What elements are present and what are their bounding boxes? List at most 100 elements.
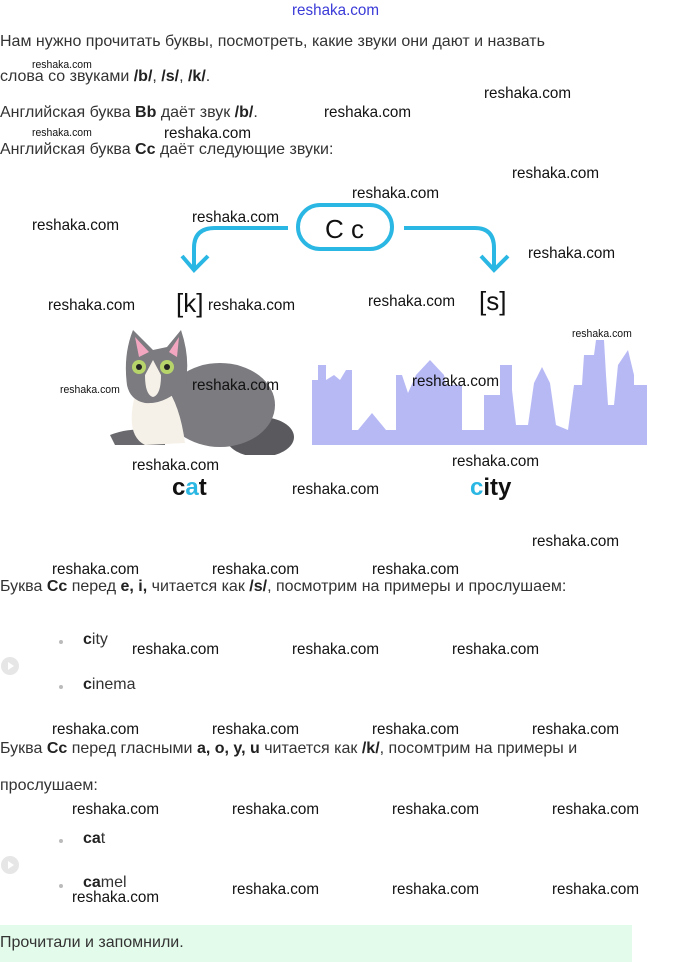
- watermark: reshaka.com: [60, 384, 120, 396]
- watermark: reshaka.com: [452, 641, 540, 658]
- text: читается как: [147, 578, 250, 595]
- play-audio-button[interactable]: [1, 856, 19, 874]
- letter: ity: [483, 474, 512, 501]
- bullet: [59, 640, 63, 644]
- watermark: reshaka.com: [52, 561, 140, 578]
- letter-cc: Cc: [46, 578, 68, 595]
- cat-illustration: [110, 330, 294, 455]
- note-box: Прочитали и запомнили.: [0, 925, 632, 962]
- letter: t: [198, 474, 207, 501]
- watermark: reshaka.com: [32, 59, 92, 71]
- watermark: reshaka.com: [552, 881, 640, 898]
- letter: c: [172, 474, 186, 501]
- letter-cc: Cc: [135, 141, 156, 158]
- text: Английская буква: [0, 141, 136, 158]
- text: , посомтрим на примеры и: [379, 740, 578, 757]
- example-cinema: cinema: [83, 675, 135, 695]
- vowels: a, o, y, u: [196, 740, 260, 757]
- watermark: reshaka.com: [392, 881, 480, 898]
- letter-accent: a: [185, 474, 199, 501]
- example-camel: camel: [83, 873, 127, 893]
- arrow-left-icon: [180, 226, 288, 273]
- watermark: reshaka.com: [32, 217, 120, 234]
- center-letter: C c: [325, 214, 364, 244]
- text: перед: [67, 578, 121, 595]
- watermark: reshaka.com: [164, 125, 252, 142]
- watermark: reshaka.com: [372, 561, 460, 578]
- watermark: reshaka.com: [72, 801, 160, 818]
- text: Буква: [0, 740, 47, 757]
- watermark: reshaka.com: [192, 209, 280, 226]
- center-box: [296, 203, 394, 251]
- sound-s: /s/: [161, 68, 180, 85]
- bb-line: Английская буква Bb даёт звук /b/.: [0, 104, 258, 121]
- watermark: reshaka.com: [232, 801, 320, 818]
- vowels: e, i,: [120, 578, 148, 595]
- watermark: reshaka.com: [72, 889, 160, 906]
- watermark: reshaka.com: [324, 104, 412, 121]
- example-cat: cat: [83, 829, 105, 849]
- text: даёт следующие звуки:: [155, 141, 334, 158]
- diagram-arrows: [180, 203, 510, 273]
- rule2-text-line2: прослушаем:: [0, 777, 98, 794]
- watermark: reshaka.com: [512, 165, 600, 182]
- text: , посмотрим на примеры и прослушаем:: [267, 578, 567, 595]
- text: ity: [91, 631, 108, 648]
- play-audio-button[interactable]: [1, 657, 19, 675]
- watermark: reshaka.com: [352, 185, 440, 202]
- text: Английская буква: [0, 104, 136, 121]
- sound-b: /b/: [234, 104, 254, 121]
- rule1-text: Буква Cc перед e, i, читается как /s/, п…: [0, 577, 566, 597]
- watermark: reshaka.com: [48, 297, 136, 314]
- sound: /s/: [249, 578, 268, 595]
- arrow-right-icon: [404, 226, 510, 273]
- watermark: reshaka.com: [232, 881, 320, 898]
- watermark: reshaka.com: [532, 721, 620, 738]
- watermark: reshaka.com: [372, 721, 460, 738]
- bold-part: c: [83, 676, 92, 693]
- bullet: [59, 839, 63, 843]
- cc-line: Английская буква Cc даёт следующие звуки…: [0, 140, 333, 160]
- bold-part: ca: [83, 874, 101, 891]
- bullet: [59, 884, 63, 888]
- note-text: Прочитали и запомнили.: [0, 934, 184, 951]
- text: перед гласными: [67, 740, 197, 757]
- bold-part: c: [83, 631, 92, 648]
- watermark: reshaka.com: [484, 85, 572, 102]
- watermark: reshaka.com: [528, 245, 616, 262]
- example-city: city: [83, 630, 108, 650]
- watermark: reshaka.com: [132, 457, 220, 474]
- watermark: reshaka.com: [292, 641, 380, 658]
- watermark: reshaka.com: [212, 721, 300, 738]
- text: inema: [91, 676, 136, 693]
- bold-part: ca: [83, 830, 101, 847]
- watermark: reshaka.com: [368, 293, 456, 310]
- letter-accent: c: [470, 474, 484, 501]
- sound: /k/: [361, 740, 380, 757]
- watermark: reshaka.com: [552, 801, 640, 818]
- letter-bb: Bb: [135, 104, 157, 121]
- sound-s-label: [s]: [479, 286, 507, 316]
- word-cat: cat: [172, 474, 207, 502]
- watermark: reshaka.com: [208, 297, 296, 314]
- text: mel: [100, 874, 127, 891]
- city-skyline-illustration: [312, 340, 647, 445]
- text: Буква: [0, 578, 47, 595]
- watermark: reshaka.com: [292, 481, 380, 498]
- watermark: reshaka.com: [392, 801, 480, 818]
- watermark: reshaka.com: [412, 373, 500, 390]
- watermark: reshaka.com: [192, 377, 280, 394]
- watermark: reshaka.com: [292, 2, 380, 19]
- watermark: reshaka.com: [452, 453, 540, 470]
- intro-line-1: Нам нужно прочитать буквы, посмотреть, к…: [0, 33, 545, 50]
- text: даёт звук: [156, 104, 235, 121]
- text: t: [100, 830, 106, 847]
- watermark: reshaka.com: [32, 127, 92, 139]
- watermark: reshaka.com: [212, 561, 300, 578]
- text: читается как: [259, 740, 362, 757]
- letter-cc: Cc: [46, 740, 68, 757]
- text: слова со звуками: [0, 68, 134, 85]
- sound-k: /k/: [187, 68, 206, 85]
- sound-k-label: [k]: [176, 288, 204, 318]
- word-city: city: [470, 474, 511, 502]
